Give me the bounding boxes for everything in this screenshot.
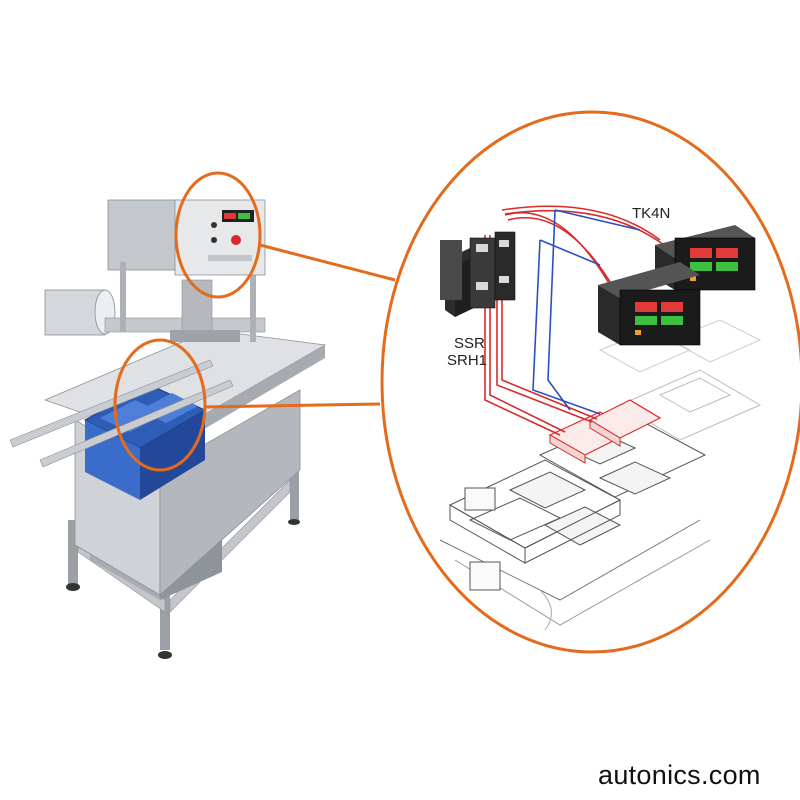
- highlight-circle-heater-zone: [113, 338, 207, 472]
- machine-leg: [160, 590, 170, 650]
- conveyor-trays: [439, 319, 762, 631]
- magnifier-circle: [380, 110, 800, 654]
- solid-state-relay-icon: [440, 231, 516, 317]
- highlight-circle-control-panel: [174, 171, 262, 299]
- machine-leg: [68, 520, 78, 585]
- ssr-model-label: SRH1: [447, 352, 488, 369]
- machine-illustration: [9, 199, 327, 659]
- ssr-label: SSR: [454, 335, 485, 352]
- connector-line: [259, 243, 396, 282]
- watermark-text: autonics.com: [598, 760, 761, 790]
- connector-line: [204, 402, 381, 409]
- controller-label: TK4N: [632, 205, 671, 222]
- temperature-controller-icon: [598, 225, 756, 346]
- heater-blocks: [548, 399, 662, 464]
